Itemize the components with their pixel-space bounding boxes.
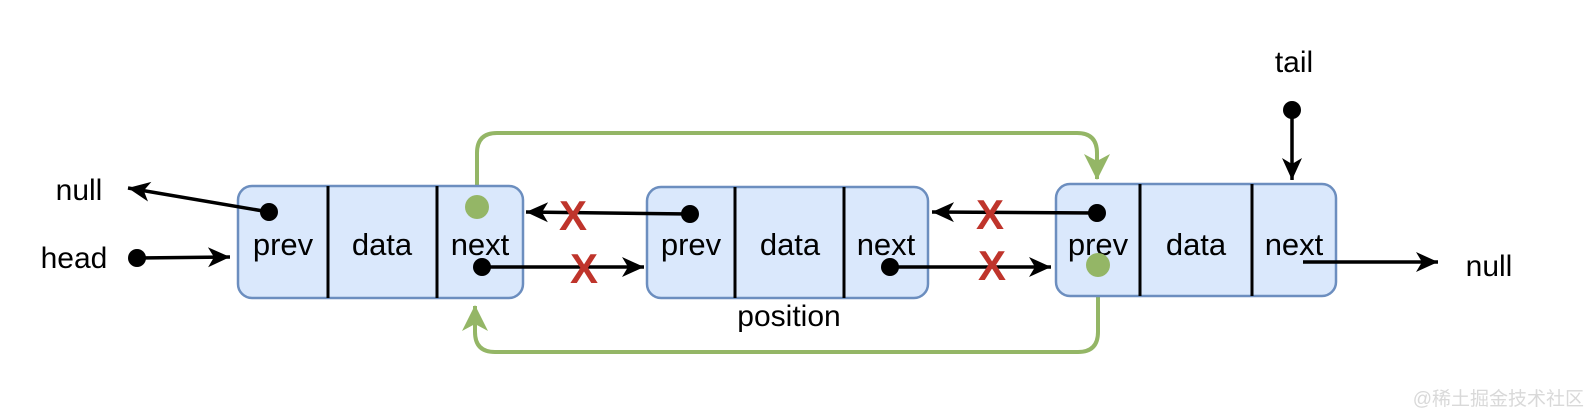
- broken-link-x-mark: X: [978, 242, 1006, 289]
- null-label-left: null: [56, 174, 103, 207]
- head-label: head: [41, 242, 108, 275]
- null-label-right: null: [1466, 250, 1513, 283]
- last-prev-new-pointer-dot: [1086, 253, 1110, 277]
- position-next-pointer-dot: [881, 258, 899, 276]
- node-last-box: [1054, 182, 1338, 298]
- last-prev-pointer-dot: [1088, 204, 1106, 222]
- head-pointer-dot: [128, 249, 146, 267]
- first-next-pointer-dot: [473, 258, 491, 276]
- node-first-box: [236, 184, 525, 300]
- broken-link-x-mark: X: [570, 245, 598, 292]
- broken-link-x-mark: X: [976, 191, 1004, 238]
- node-first-next-label: next: [451, 227, 510, 262]
- node-last: prev data next: [1054, 182, 1338, 298]
- new-prev-link-arrow: [462, 263, 1100, 354]
- position-prev-pointer-dot: [681, 205, 699, 223]
- tail-label: tail: [1275, 46, 1313, 79]
- tail-pointer-dot: [1283, 101, 1301, 119]
- node-last-next-label: next: [1265, 227, 1324, 262]
- node-position-next-label: next: [857, 227, 916, 262]
- node-first-prev-label: prev: [253, 227, 314, 262]
- first-prev-pointer-dot: [260, 203, 278, 221]
- node-last-data-label: data: [1166, 227, 1227, 262]
- node-position-prev-label: prev: [661, 227, 722, 262]
- node-position: prev data next: [645, 185, 930, 300]
- first-next-new-pointer-dot: [465, 195, 489, 219]
- node-position-data-label: data: [760, 227, 821, 262]
- position-label: position: [737, 300, 840, 333]
- node-first-data-label: data: [352, 227, 413, 262]
- head-pointer-arrow: [136, 247, 231, 268]
- last-prev-to-position-arrow: [931, 202, 1098, 223]
- broken-link-x-mark: X: [559, 192, 587, 239]
- new-next-link-arrow: [475, 131, 1110, 205]
- node-position-box: [645, 185, 930, 300]
- node-first: prev data next: [236, 184, 525, 300]
- watermark-text: @稀土掘金技术社区: [1413, 388, 1584, 410]
- position-prev-to-first-arrow: [525, 202, 691, 223]
- first-prev-to-null-arrow: [127, 181, 270, 214]
